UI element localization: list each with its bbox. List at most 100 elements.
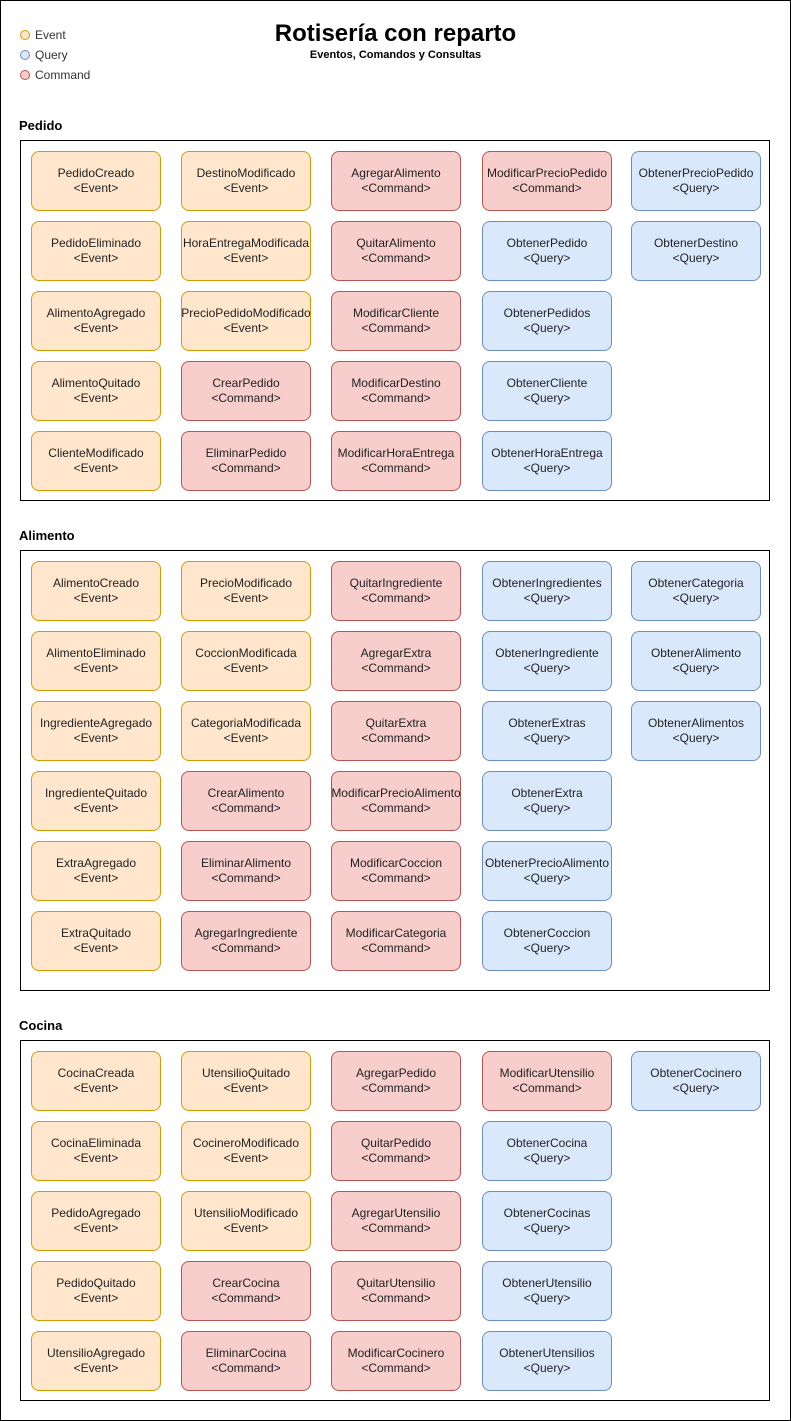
card-stereotype: <Command> (361, 871, 431, 885)
card-name: QuitarAlimento (356, 236, 436, 250)
query-card: ObtenerExtra<Query> (482, 771, 612, 831)
card-name: PedidoQuitado (56, 1276, 136, 1290)
diagram-title: Rotisería con reparto (274, 20, 517, 47)
command-card: AgregarAlimento<Command> (331, 151, 461, 211)
card-name: ObtenerPedido (506, 236, 588, 250)
card-name: PrecioModificado (199, 576, 293, 590)
card-stereotype: <Event> (73, 801, 119, 815)
card-stereotype: <Command> (361, 661, 431, 675)
card-stereotype: <Command> (361, 461, 431, 475)
card-name: ObtenerPedidos (503, 306, 591, 320)
event-card: PedidoEliminado<Event> (31, 221, 161, 281)
card-name: AlimentoEliminado (46, 646, 146, 660)
card-stereotype: <Query> (523, 801, 571, 815)
card-stereotype: <Event> (73, 461, 119, 475)
query-card: ObtenerPedidos<Query> (482, 291, 612, 351)
command-card: QuitarAlimento<Command> (331, 221, 461, 281)
card-stereotype: <Event> (73, 1081, 119, 1095)
card-stereotype: <Event> (73, 591, 119, 605)
command-card: CrearAlimento<Command> (181, 771, 311, 831)
card-name: ObtenerCliente (506, 376, 588, 390)
card-stereotype: <Command> (361, 1361, 431, 1375)
query-card: ObtenerExtras<Query> (482, 701, 612, 761)
card-stereotype: <Event> (223, 731, 269, 745)
card-stereotype: <Query> (523, 461, 571, 475)
event-card: IngredienteAgregado<Event> (31, 701, 161, 761)
card-stereotype: <Query> (672, 731, 720, 745)
card-stereotype: <Event> (73, 1151, 119, 1165)
command-card: AgregarIngrediente<Command> (181, 911, 311, 971)
card-stereotype: <Query> (523, 591, 571, 605)
legend-event-dot (20, 30, 30, 40)
query-card: ObtenerCocinero<Query> (631, 1051, 761, 1111)
command-card: ModificarPrecioPedido<Command> (482, 151, 612, 211)
query-card: ObtenerIngredientes<Query> (482, 561, 612, 621)
command-card: QuitarIngrediente<Command> (331, 561, 461, 621)
card-stereotype: <Command> (361, 1081, 431, 1095)
card-name: ModificarCoccion (349, 856, 443, 870)
query-card: ObtenerUtensilio<Query> (482, 1261, 612, 1321)
command-card: ModificarHoraEntrega<Command> (331, 431, 461, 491)
card-name: ObtenerPrecioPedido (638, 166, 754, 180)
card-name: ObtenerIngrediente (495, 646, 599, 660)
command-card: ModificarUtensilio<Command> (482, 1051, 612, 1111)
query-card: ObtenerCliente<Query> (482, 361, 612, 421)
query-card: ObtenerAlimentos<Query> (631, 701, 761, 761)
command-card: EliminarAlimento<Command> (181, 841, 311, 901)
query-card: ObtenerCocina<Query> (482, 1121, 612, 1181)
card-name: UtensilioAgregado (46, 1346, 146, 1360)
card-name: EliminarCocina (205, 1346, 287, 1360)
card-name: ModificarDestino (351, 376, 441, 390)
card-name: CrearCocina (212, 1276, 280, 1290)
query-card: ObtenerAlimento<Query> (631, 631, 761, 691)
card-stereotype: <Event> (223, 1221, 269, 1235)
query-card: ObtenerPrecioAlimento<Query> (482, 841, 612, 901)
card-name: AgregarPedido (355, 1066, 437, 1080)
card-name: ModificarPrecioAlimento (331, 786, 461, 800)
section-alimento-label: Alimento (19, 528, 75, 543)
card-name: QuitarExtra (365, 716, 427, 730)
card-stereotype: <Command> (512, 181, 582, 195)
card-name: ObtenerExtra (511, 786, 583, 800)
card-stereotype: <Query> (523, 391, 571, 405)
card-stereotype: <Command> (361, 1221, 431, 1235)
card-name: UtensilioModificado (193, 1206, 299, 1220)
event-card: ClienteModificado<Event> (31, 431, 161, 491)
section-cocina: CocinaCreada<Event>CocinaEliminada<Event… (20, 1040, 770, 1401)
card-stereotype: <Event> (223, 661, 269, 675)
card-stereotype: <Query> (672, 1081, 720, 1095)
command-card: CrearCocina<Command> (181, 1261, 311, 1321)
card-stereotype: <Query> (672, 661, 720, 675)
card-stereotype: <Event> (73, 321, 119, 335)
card-name: AlimentoQuitado (51, 376, 141, 390)
event-card: UtensilioAgregado<Event> (31, 1331, 161, 1391)
command-card: ModificarCocinero<Command> (331, 1331, 461, 1391)
query-card: ObtenerDestino<Query> (631, 221, 761, 281)
event-card: CocinaEliminada<Event> (31, 1121, 161, 1181)
card-name: ModificarUtensilio (499, 1066, 595, 1080)
command-card: ModificarPrecioAlimento<Command> (331, 771, 461, 831)
card-stereotype: <Event> (73, 1361, 119, 1375)
card-name: ObtenerAlimentos (647, 716, 745, 730)
card-stereotype: <Query> (523, 251, 571, 265)
command-card: ModificarDestino<Command> (331, 361, 461, 421)
command-card: QuitarUtensilio<Command> (331, 1261, 461, 1321)
card-stereotype: <Command> (211, 1291, 281, 1305)
card-name: AgregarUtensilio (351, 1206, 441, 1220)
legend-command: Command (20, 68, 90, 82)
section-pedido: PedidoCreado<Event>PedidoEliminado<Event… (20, 140, 770, 501)
card-stereotype: <Command> (361, 941, 431, 955)
event-card: PedidoQuitado<Event> (31, 1261, 161, 1321)
command-card: AgregarExtra<Command> (331, 631, 461, 691)
card-name: IngredienteAgregado (39, 716, 153, 730)
card-name: ObtenerUtensilios (499, 1346, 595, 1360)
legend-query: Query (20, 48, 68, 62)
card-stereotype: <Command> (211, 1361, 281, 1375)
card-stereotype: <Event> (73, 181, 119, 195)
query-card: ObtenerCategoria<Query> (631, 561, 761, 621)
event-card: PrecioModificado<Event> (181, 561, 311, 621)
command-card: QuitarPedido<Command> (331, 1121, 461, 1181)
card-name: IngredienteQuitado (44, 786, 148, 800)
card-name: ObtenerIngredientes (492, 576, 602, 590)
event-card: UtensilioQuitado<Event> (181, 1051, 311, 1111)
